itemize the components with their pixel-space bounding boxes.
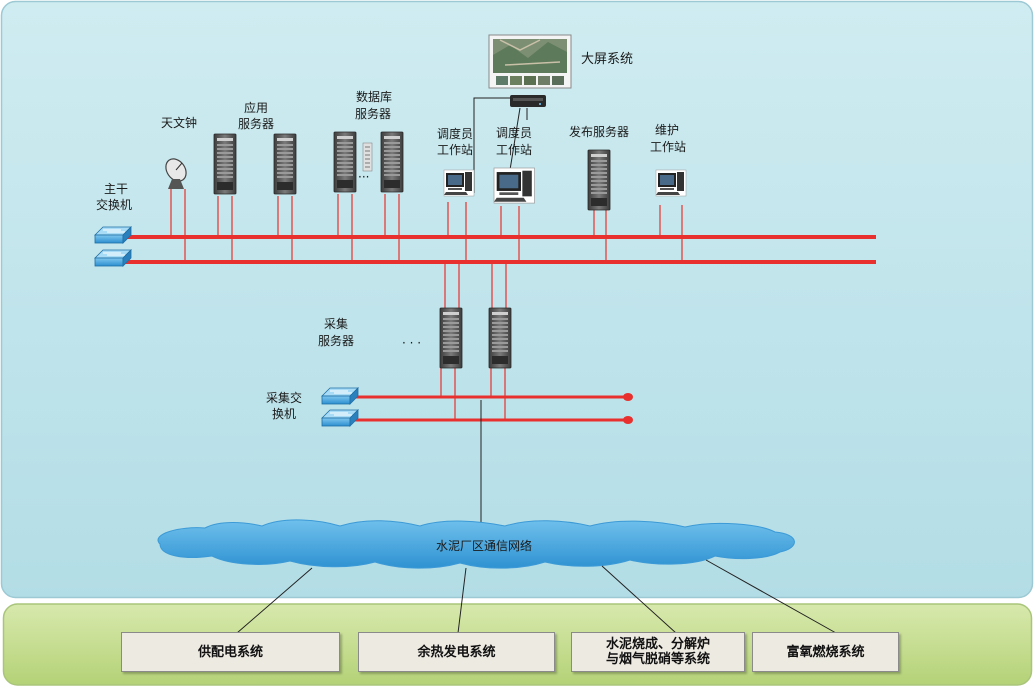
maintenance-label-line2: 工作站 <box>650 140 687 154</box>
core-switch-1-icon <box>94 226 132 244</box>
big-screen-display <box>488 34 572 89</box>
collect-server-label-line2: 服务器 <box>318 334 355 348</box>
video-splitter <box>510 95 546 107</box>
big-screen-cable <box>473 97 513 193</box>
maintenance-label-line1: 维护 <box>655 123 680 137</box>
db-server-1-icon <box>333 131 357 193</box>
collection-bus-end-b <box>623 416 633 424</box>
collection-bus-end-a <box>623 393 633 401</box>
app-server-label-line2: 服务器 <box>238 117 275 131</box>
dispatcher2-label-line2: 工作站 <box>496 143 533 157</box>
plant-network-cloud <box>157 519 795 569</box>
cloud-to-system-lines <box>236 559 837 634</box>
oxygen-enriched-combustion-system-box: 富氧燃烧系统 <box>752 632 899 672</box>
plant-network-panel <box>0 0 1034 599</box>
ellipsis-db: ··· <box>358 170 370 184</box>
publish-server-label: 发布服务器 <box>569 125 630 139</box>
collect-switch-2-icon <box>321 409 359 427</box>
app-server-1-icon <box>213 133 237 195</box>
core-switch-2-icon <box>94 249 132 267</box>
db-server-label-line2: 服务器 <box>355 107 392 121</box>
collect-server-1-icon <box>439 307 463 369</box>
app-server-2-icon <box>273 133 297 195</box>
db-server-2-icon <box>380 131 404 193</box>
kiln-calciner-label-line1: 水泥烧成、分解炉 <box>605 637 710 652</box>
collect-switch-label-line2: 换机 <box>272 407 297 421</box>
power-distribution-system-label: 供配电系统 <box>197 644 263 660</box>
waste-heat-power-system-box: 余热发电系统 <box>358 632 555 672</box>
dispatcher-workstation-1-icon <box>443 169 475 197</box>
app-server-label-line1: 应用 <box>244 101 269 115</box>
collect-server-2-icon <box>488 307 512 369</box>
maintenance-workstation-icon <box>655 169 687 197</box>
kiln-calciner-label-line2: 与烟气脱硝等系统 <box>605 652 710 667</box>
dispatcher1-label-line1: 调度员 <box>437 127 474 141</box>
satellite-dish-icon <box>165 158 187 189</box>
collect-server-label-line1: 采集 <box>324 317 349 331</box>
collect-switch-label-line1: 采集交 <box>266 391 303 405</box>
device-drop-lines <box>170 189 683 420</box>
publish-server-icon <box>587 149 611 211</box>
db-server-label-line1: 数据库 <box>356 90 393 104</box>
collect-switch-1-icon <box>321 387 359 405</box>
power-distribution-system-box: 供配电系统 <box>121 632 340 672</box>
oxygen-enriched-combustion-system-label: 富氧燃烧系统 <box>786 644 865 660</box>
dispatcher2-label-line1: 调度员 <box>496 126 533 140</box>
waste-heat-power-system-label: 余热发电系统 <box>417 644 496 660</box>
core-switch-label-line1: 主干 <box>104 182 129 196</box>
kiln-calciner-denitration-system-box: 水泥烧成、分解炉 与烟气脱硝等系统 <box>571 632 745 672</box>
big-screen-label: 大屏系统 <box>581 52 634 67</box>
dispatcher1-label-line2: 工作站 <box>437 143 474 157</box>
storage-array-icon <box>362 142 373 172</box>
cloud-label: 水泥厂区通信网络 <box>436 539 533 553</box>
astro-clock-label: 天文钟 <box>161 116 198 130</box>
core-switch-label-line2: 交换机 <box>96 198 133 212</box>
dispatcher-workstation-2-icon <box>493 167 536 204</box>
ellipsis-collect: · · · <box>402 336 422 350</box>
